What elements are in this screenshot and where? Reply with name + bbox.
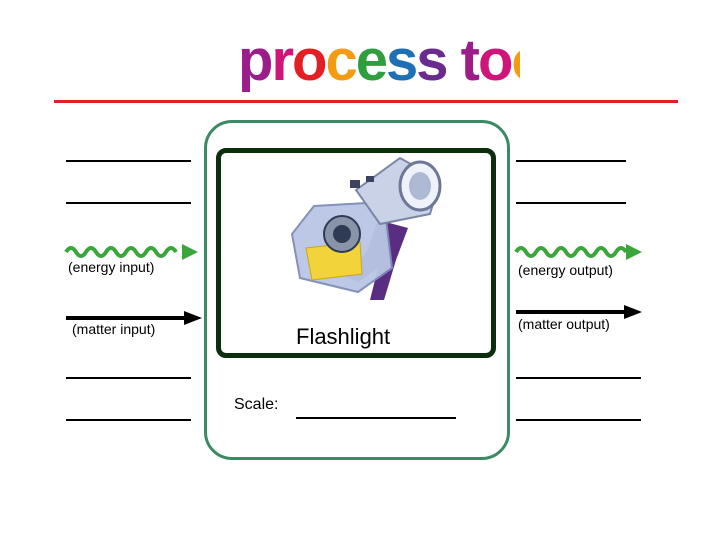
flashlight-image <box>290 156 442 300</box>
system-boundary-box <box>204 120 510 460</box>
energy-input-arrow <box>64 244 198 260</box>
blank-line-right-1 <box>516 160 626 162</box>
blank-line-left-3 <box>66 377 191 379</box>
object-name: Flashlight <box>296 324 391 349</box>
energy-input-label: (energy input) <box>68 259 155 275</box>
blank-line-right-3 <box>516 377 641 379</box>
energy-output-arrow <box>514 244 642 260</box>
blank-line-right-4 <box>516 419 641 421</box>
matter-input-arrow <box>66 311 202 325</box>
blank-line-left-2 <box>66 202 191 204</box>
matter-output-label: (matter output) <box>518 316 610 332</box>
energy-output-label: (energy output) <box>518 262 613 278</box>
matter-input-label: (matter input) <box>72 321 156 337</box>
blank-line-left-1 <box>66 160 191 162</box>
title-underline <box>54 100 678 103</box>
matter-output-arrow <box>516 305 642 319</box>
blank-line-right-2 <box>516 202 626 204</box>
blank-line-left-4 <box>66 419 191 421</box>
scale-label: Scale: <box>234 396 279 413</box>
page-title: process tool <box>238 28 520 93</box>
svg-text:process tool: process tool <box>238 28 520 93</box>
scale-blank-line <box>296 417 456 419</box>
